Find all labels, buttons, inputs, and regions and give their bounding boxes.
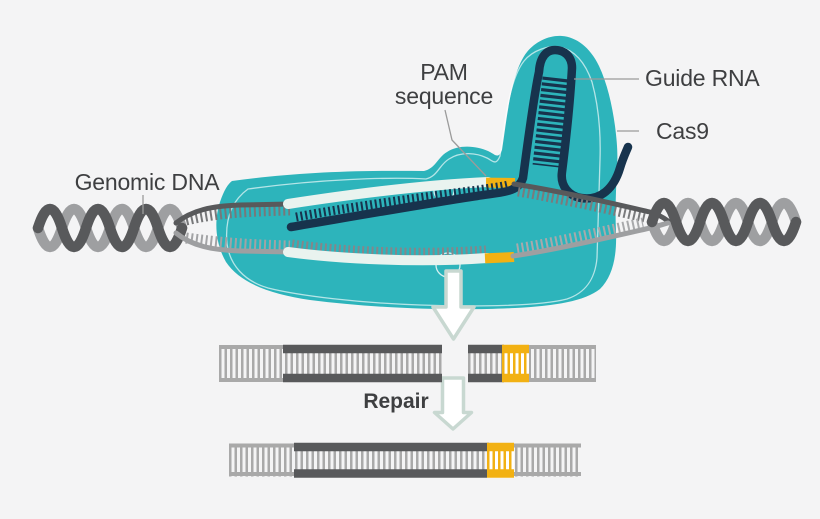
cleavage-arrow (431, 269, 476, 341)
fork-bottom-rail (173, 230, 293, 255)
label-repair: Repair (363, 390, 428, 413)
fork-top-teeth (517, 185, 647, 223)
fork-top-rail (173, 201, 293, 226)
leader-pam (444, 109, 487, 177)
genomic-dna-helix-right (646, 197, 802, 247)
helix-strand-dark (646, 197, 802, 247)
pam-segment-repaired-rails (487, 442, 514, 478)
pam-segment-lower (484, 252, 515, 264)
guide-rna-teeth (295, 180, 510, 222)
cut-dna-dark-rails (283, 344, 504, 383)
fork-top-teeth (184, 204, 291, 226)
label-pam-line2: sequence (395, 83, 493, 109)
upper-strand-pale-band (283, 177, 493, 209)
lower-strand-pale-band (283, 247, 492, 266)
fork-top-rail (511, 181, 671, 224)
cut-dna-light-rails (219, 345, 596, 382)
repaired-dna-ladder (229, 442, 581, 478)
dna-fork-left (173, 201, 293, 255)
fork-bottom-teeth (516, 217, 645, 255)
genomic-dna-helix-left (32, 203, 188, 253)
repaired-dna-light-rails (229, 443, 581, 476)
dna-fork-right (510, 181, 671, 259)
helix-strand-dark (32, 203, 188, 253)
repair-arrow (432, 376, 474, 431)
fork-bottom-teeth (185, 232, 291, 252)
cut-dna-ladder (219, 344, 596, 383)
label-cas9: Cas9 (656, 118, 709, 144)
label-genomic-dna: Genomic DNA (75, 169, 221, 195)
fork-bottom-rail (510, 220, 671, 259)
dna-lower-strand (283, 239, 515, 266)
guide-rna-stem-loop-rungs (532, 76, 570, 168)
cas9-protein-body (216, 35, 618, 310)
repaired-dna-dark-rails (294, 442, 489, 478)
label-guide-rna: Guide RNA (645, 65, 760, 91)
cas9-inner-outline (225, 45, 601, 307)
pam-segment-cut-rails (502, 344, 529, 383)
label-pam-line1: PAM (420, 59, 468, 85)
lower-strand-teeth (291, 239, 487, 259)
